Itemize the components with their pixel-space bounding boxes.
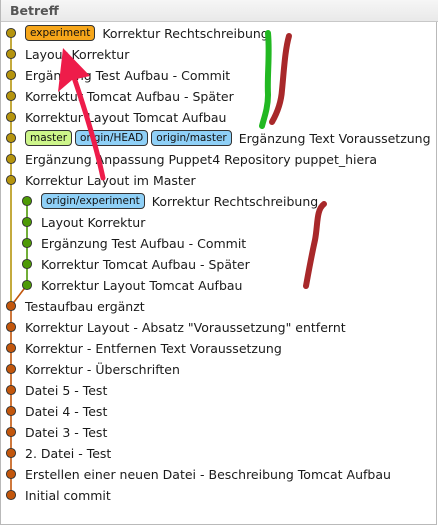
commit-message: Korrektur - Entfernen Text Voraussetzung [25, 340, 282, 356]
commit-node-icon [5, 111, 17, 123]
commit-node-icon [5, 384, 17, 396]
commit-node-icon [21, 237, 33, 249]
ref-badge[interactable]: origin/experiment [41, 193, 145, 209]
column-header-label: Betreff [10, 3, 59, 18]
commit-row[interactable]: Ergänzung Test Aufbau - Commit [0, 233, 437, 253]
column-header[interactable]: Betreff [1, 0, 438, 22]
commit-node-icon [21, 279, 33, 291]
commit-node-icon [5, 468, 17, 480]
commit-message: Korrektur Layout im Master [25, 172, 196, 188]
commit-row[interactable]: origin/experiment Korrektur Rechtschreibu… [0, 191, 437, 211]
commit-message: Testaufbau ergänzt [25, 298, 145, 314]
commit-row[interactable]: Ergänzung Test Aufbau - Commit [0, 65, 437, 85]
commit-node-icon [5, 153, 17, 165]
commit-node-icon [5, 27, 17, 39]
commit-row[interactable]: Erstellen einer neuen Datei - Beschreibu… [0, 464, 437, 484]
commit-node-icon [5, 300, 17, 312]
commit-row[interactable]: Ergänzung Anpassung Puppet4 Repository p… [0, 149, 437, 169]
commit-node-icon [5, 69, 17, 81]
commit-message: Ergänzung Text Voraussetzung [238, 130, 431, 146]
commit-node-icon [5, 447, 17, 459]
commit-message: Datei 3 - Test [25, 424, 108, 440]
commit-node-icon [5, 90, 17, 102]
commit-node-icon [5, 132, 17, 144]
commit-row[interactable]: Datei 3 - Test [0, 422, 437, 442]
commit-message: Korrektur Tomcat Aufbau - Später [25, 88, 234, 104]
commit-message: Ergänzung Anpassung Puppet4 Repository p… [25, 151, 378, 167]
commit-row[interactable]: Korrektur - Entfernen Text Voraussetzung [0, 338, 437, 358]
commit-row[interactable]: Initial commit [0, 485, 437, 505]
commit-node-icon [5, 489, 17, 501]
commit-row[interactable]: Layout Korrektur [0, 44, 437, 64]
commit-message: Ergänzung Test Aufbau - Commit [41, 235, 247, 251]
commit-row[interactable]: Korrektur Layout Tomcat Aufbau [0, 275, 437, 295]
ref-badge[interactable]: origin/master [151, 130, 232, 146]
commit-message: Korrektur Layout - Absatz "Voraussetzung… [25, 319, 346, 335]
commit-node-icon [5, 426, 17, 438]
commit-row[interactable]: Korrektur Tomcat Aufbau - Später [0, 254, 437, 274]
commit-row[interactable]: Korrektur - Überschriften [0, 359, 437, 379]
commit-node-icon [5, 342, 17, 354]
commit-node-icon [5, 321, 17, 333]
commit-row[interactable]: Layout Korrektur [0, 212, 437, 232]
commit-node-icon [5, 405, 17, 417]
commit-message: Erstellen einer neuen Datei - Beschreibu… [25, 466, 391, 482]
commit-node-icon [5, 363, 17, 375]
commit-node-icon [5, 174, 17, 186]
commit-row[interactable]: Testaufbau ergänzt [0, 296, 437, 316]
commit-message: Datei 5 - Test [25, 382, 108, 398]
ref-badge[interactable]: experiment [25, 25, 96, 41]
commit-row[interactable]: Datei 4 - Test [0, 401, 437, 421]
commit-row[interactable]: Korrektur Layout im Master [0, 170, 437, 190]
commit-message: Korrektur Rechtschreibung [102, 25, 269, 41]
commit-message: Ergänzung Test Aufbau - Commit [25, 67, 231, 83]
commit-message: Korrektur Layout Tomcat Aufbau [25, 109, 227, 125]
commit-row[interactable]: experiment Korrektur Rechtschreibung [0, 23, 437, 43]
commit-message: Korrektur Layout Tomcat Aufbau [41, 277, 243, 293]
ref-badge[interactable]: origin/HEAD [75, 130, 149, 146]
ref-badge[interactable]: master [25, 130, 73, 146]
commit-node-icon [21, 195, 33, 207]
commit-message: Korrektur - Überschriften [25, 361, 180, 377]
commit-message: Layout Korrektur [25, 46, 130, 62]
commit-row[interactable]: Korrektur Tomcat Aufbau - Später [0, 86, 437, 106]
commit-message: Initial commit [25, 487, 111, 503]
commit-row[interactable]: Korrektur Layout - Absatz "Voraussetzung… [0, 317, 437, 337]
commit-message: 2. Datei - Test [25, 445, 112, 461]
commit-message: Korrektur Rechtschreibung [151, 193, 319, 209]
commit-message: Layout Korrektur [41, 214, 146, 230]
commit-node-icon [21, 258, 33, 270]
commit-row[interactable]: Korrektur Layout Tomcat Aufbau [0, 107, 437, 127]
commit-message: Datei 4 - Test [25, 403, 108, 419]
commit-node-icon [21, 216, 33, 228]
commit-row[interactable]: 2. Datei - Test [0, 443, 437, 463]
commit-node-icon [5, 48, 17, 60]
commit-row[interactable]: Datei 5 - Test [0, 380, 437, 400]
commit-message: Korrektur Tomcat Aufbau - Später [41, 256, 250, 272]
